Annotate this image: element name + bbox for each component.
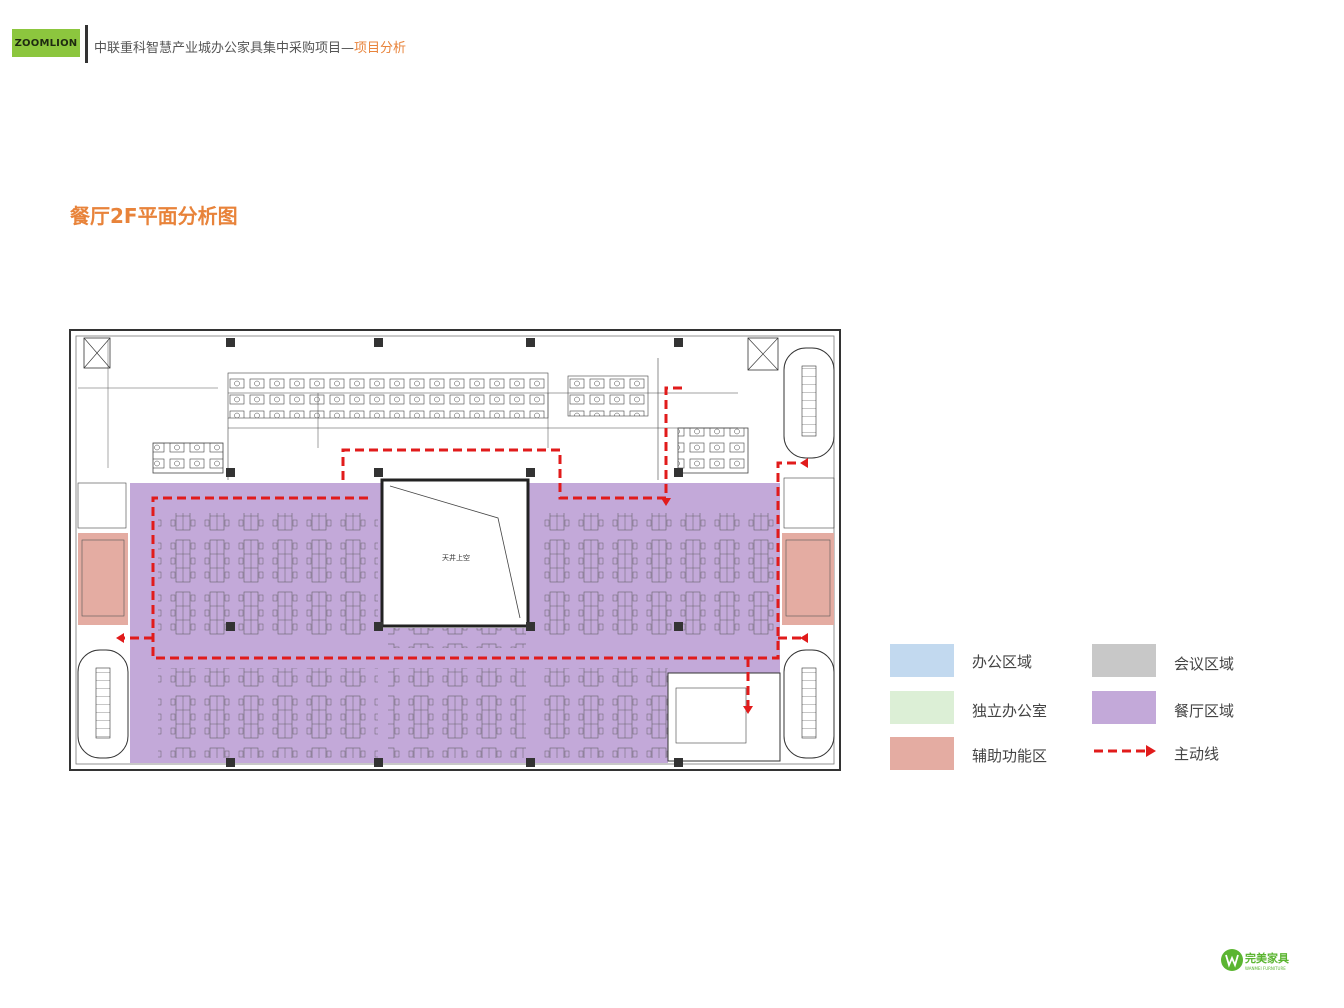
brand-sub: WANMEI FURNITURE xyxy=(1245,966,1286,971)
section-title: 餐厅2F平面分析图 xyxy=(70,204,238,228)
legend-swatch-private-office xyxy=(890,691,954,724)
legend-swatch-dining xyxy=(1092,691,1156,724)
zoomlion-logo: ZOOMLION xyxy=(12,29,80,57)
legend-label-auxiliary: 辅助功能区 xyxy=(972,747,1048,765)
legend-label-private-office: 独立办公室 xyxy=(972,702,1048,720)
title-accent: 项目分析 xyxy=(354,41,407,56)
legend-label-meeting: 会议区域 xyxy=(1174,655,1235,673)
legend-swatch-meeting xyxy=(1092,644,1156,677)
floor-plan: 天井上空 xyxy=(69,329,841,771)
auxiliary-zone-left xyxy=(78,533,128,625)
legend-swatch-auxiliary xyxy=(890,737,954,770)
brand-text: 完美家具 xyxy=(1245,951,1289,965)
atrium xyxy=(380,478,530,628)
auxiliary-zone-right xyxy=(782,533,834,625)
legend-label-main-route: 主动线 xyxy=(1174,745,1220,763)
main-route xyxy=(123,386,803,706)
legend-label-dining: 餐厅区域 xyxy=(1174,702,1235,720)
atrium-label: 天井上空 xyxy=(442,553,470,562)
header-divider xyxy=(85,25,88,63)
legend-label-office: 办公区域 xyxy=(972,653,1033,671)
legend-swatch-office xyxy=(890,644,954,677)
logo-text: ZOOMLION xyxy=(14,37,78,49)
title-main: 中联重科智慧产业城办公家具集中采购项目— xyxy=(94,41,355,56)
legend-route-arrow-icon xyxy=(1094,745,1156,757)
page-title: 中联重科智慧产业城办公家具集中采购项目—项目分析 xyxy=(94,37,406,56)
wanmei-furniture-logo: 完美家具 WANMEI FURNITURE xyxy=(1221,949,1289,971)
